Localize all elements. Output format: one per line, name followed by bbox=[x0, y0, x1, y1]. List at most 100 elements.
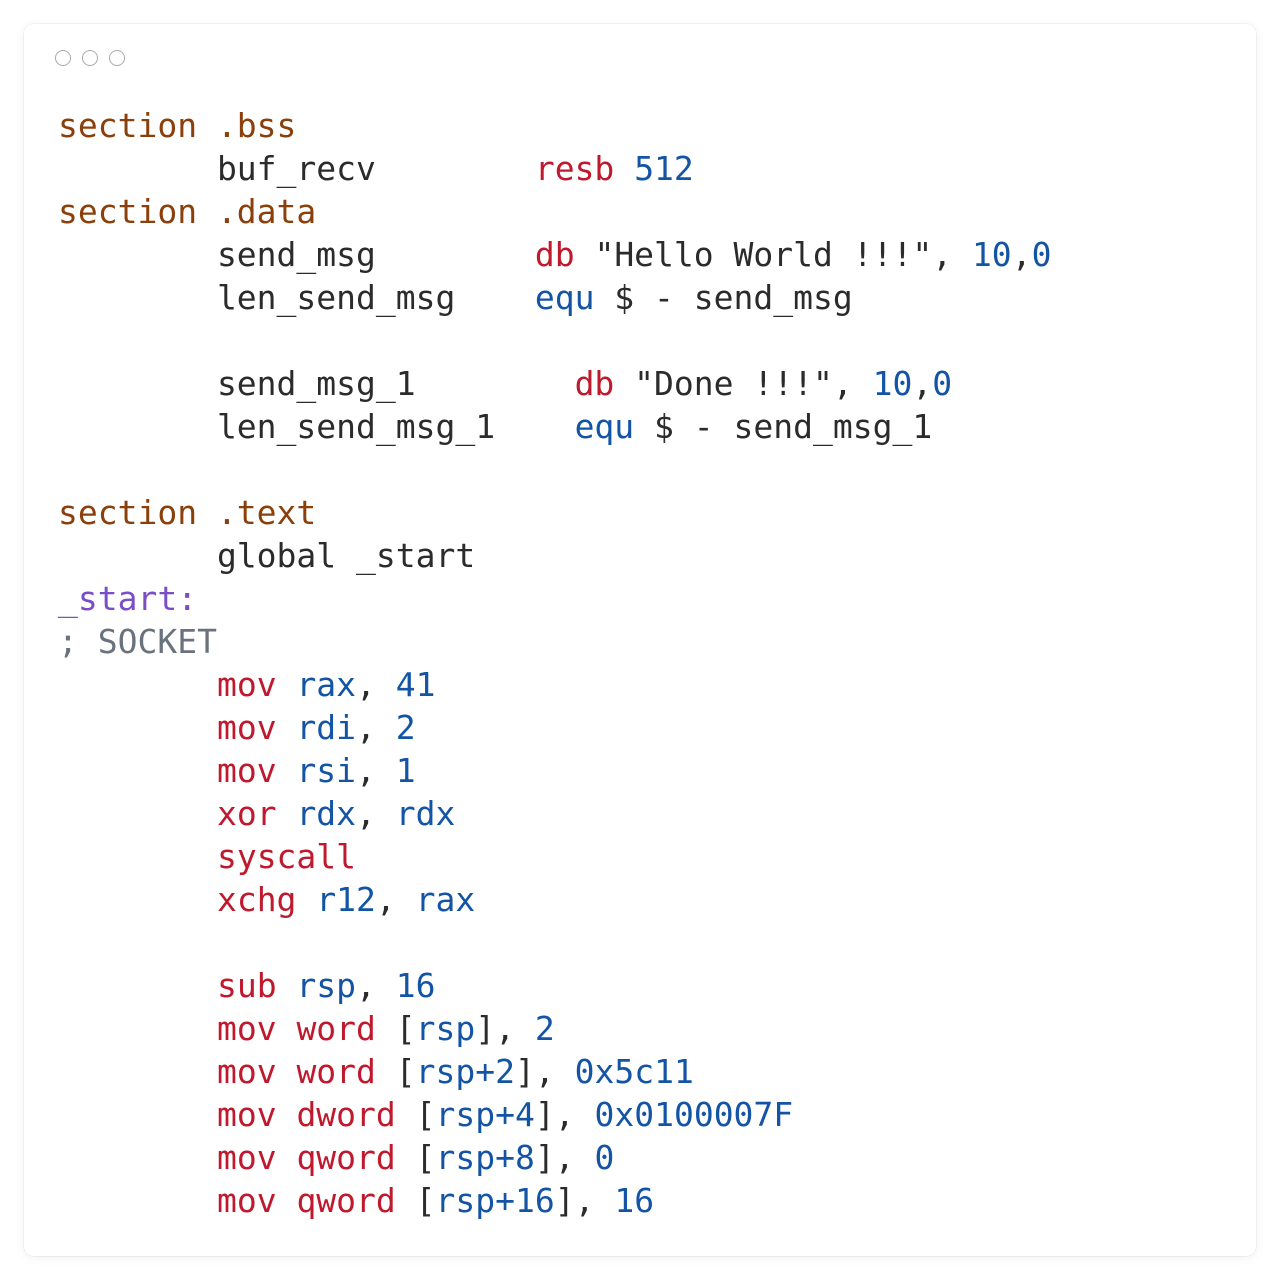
code-line: mov rsi, 1 bbox=[58, 749, 1051, 792]
code-line: mov word [rsp], 2 bbox=[58, 1007, 1051, 1050]
code-token: qword bbox=[296, 1181, 396, 1220]
code-line: mov dword [rsp+4], 0x0100007F bbox=[58, 1093, 1051, 1136]
code-token: sub bbox=[216, 966, 277, 1005]
code-token bbox=[277, 1009, 297, 1048]
window-controls bbox=[55, 50, 125, 66]
maximize-circle-icon[interactable] bbox=[109, 50, 125, 66]
code-token: mov bbox=[216, 665, 277, 704]
code-token: rsp+4 bbox=[435, 1095, 535, 1134]
code-token bbox=[277, 1095, 297, 1134]
code-token: ], bbox=[534, 1138, 595, 1177]
code-token: rsp+2 bbox=[415, 1052, 516, 1091]
code-token: , bbox=[356, 966, 396, 1005]
code-line: buf_recv resb 512 bbox=[58, 147, 1051, 190]
code-line: section .data bbox=[58, 190, 1051, 233]
code-line: mov rax, 41 bbox=[58, 663, 1051, 706]
code-token: rdi bbox=[296, 708, 357, 747]
code-token: 0 bbox=[594, 1138, 615, 1177]
code-line bbox=[58, 921, 1051, 964]
code-token: , bbox=[356, 751, 396, 790]
code-token: equ bbox=[574, 407, 635, 446]
code-token: , bbox=[1011, 235, 1032, 274]
code-line: _start: bbox=[58, 577, 1051, 620]
code-token bbox=[277, 751, 297, 790]
code-token bbox=[58, 665, 217, 704]
code-token: 1 bbox=[395, 751, 416, 790]
code-token bbox=[58, 837, 217, 876]
code-token bbox=[58, 708, 217, 747]
code-token: mov bbox=[216, 1138, 277, 1177]
code-token bbox=[58, 1138, 217, 1177]
code-token: xor bbox=[216, 794, 277, 833]
code-token bbox=[277, 794, 297, 833]
code-token bbox=[614, 149, 634, 188]
code-token: word bbox=[296, 1009, 376, 1048]
code-token: ], bbox=[475, 1009, 535, 1048]
code-line: global _start bbox=[58, 534, 1051, 577]
code-line: mov word [rsp+2], 0x5c11 bbox=[58, 1050, 1051, 1093]
code-token: 0x5c11 bbox=[574, 1052, 694, 1091]
code-token: rsp+8 bbox=[435, 1138, 535, 1177]
code-token: syscall bbox=[216, 837, 357, 876]
code-token: ; SOCKET bbox=[58, 622, 217, 661]
code-token: ], bbox=[554, 1181, 615, 1220]
code-token bbox=[277, 1181, 297, 1220]
code-token bbox=[58, 1052, 217, 1091]
code-token: qword bbox=[296, 1138, 396, 1177]
code-token: [ bbox=[395, 1138, 436, 1177]
code-line: len_send_msg_1 equ $ - send_msg_1 bbox=[58, 405, 1051, 448]
code-token: mov bbox=[216, 708, 277, 747]
code-token: ], bbox=[515, 1052, 575, 1091]
code-token: word bbox=[296, 1052, 376, 1091]
code-token: "Hello World !!!", bbox=[574, 235, 972, 274]
code-token: 2 bbox=[395, 708, 416, 747]
code-token: send_msg bbox=[58, 235, 535, 274]
code-token: dword bbox=[296, 1095, 396, 1134]
code-token: , bbox=[356, 708, 396, 747]
code-token: $ - send_msg_1 bbox=[634, 407, 933, 446]
code-token: buf_recv bbox=[58, 149, 535, 188]
code-token: _start: bbox=[58, 579, 198, 618]
code-line: sub rsp, 16 bbox=[58, 964, 1051, 1007]
code-token: mov bbox=[216, 1181, 277, 1220]
code-token: 0x0100007F bbox=[594, 1095, 794, 1134]
code-token: db bbox=[534, 235, 575, 274]
code-token: rax bbox=[415, 880, 476, 919]
code-token bbox=[277, 966, 297, 1005]
code-line bbox=[58, 319, 1051, 362]
code-line: len_send_msg equ $ - send_msg bbox=[58, 276, 1051, 319]
close-circle-icon[interactable] bbox=[55, 50, 71, 66]
code-token: send_msg_1 bbox=[58, 364, 575, 403]
code-line: mov qword [rsp+16], 16 bbox=[58, 1179, 1051, 1222]
code-token bbox=[58, 1009, 217, 1048]
code-token bbox=[58, 1181, 217, 1220]
code-token: rdx bbox=[395, 794, 456, 833]
code-token bbox=[277, 665, 297, 704]
code-token: xchg bbox=[216, 880, 297, 919]
code-token: section .bss bbox=[58, 106, 297, 145]
code-token: 10 bbox=[872, 364, 913, 403]
code-line: xor rdx, rdx bbox=[58, 792, 1051, 835]
code-line: mov rdi, 2 bbox=[58, 706, 1051, 749]
code-token bbox=[58, 966, 217, 1005]
code-token: [ bbox=[395, 1181, 436, 1220]
code-line: syscall bbox=[58, 835, 1051, 878]
code-token: 512 bbox=[634, 149, 694, 188]
code-token: rsp+16 bbox=[435, 1181, 555, 1220]
code-token: [ bbox=[375, 1052, 416, 1091]
code-token bbox=[277, 1052, 297, 1091]
code-token: rsp bbox=[296, 966, 357, 1005]
code-token: , bbox=[375, 880, 416, 919]
code-token bbox=[277, 708, 297, 747]
code-token: , bbox=[912, 364, 933, 403]
code-token bbox=[58, 751, 217, 790]
code-token: global _start bbox=[58, 536, 476, 575]
code-token: db bbox=[574, 364, 615, 403]
code-line: mov qword [rsp+8], 0 bbox=[58, 1136, 1051, 1179]
minimize-circle-icon[interactable] bbox=[82, 50, 98, 66]
code-token: equ bbox=[534, 278, 595, 317]
code-token: len_send_msg bbox=[58, 278, 535, 317]
code-token: 41 bbox=[395, 665, 436, 704]
